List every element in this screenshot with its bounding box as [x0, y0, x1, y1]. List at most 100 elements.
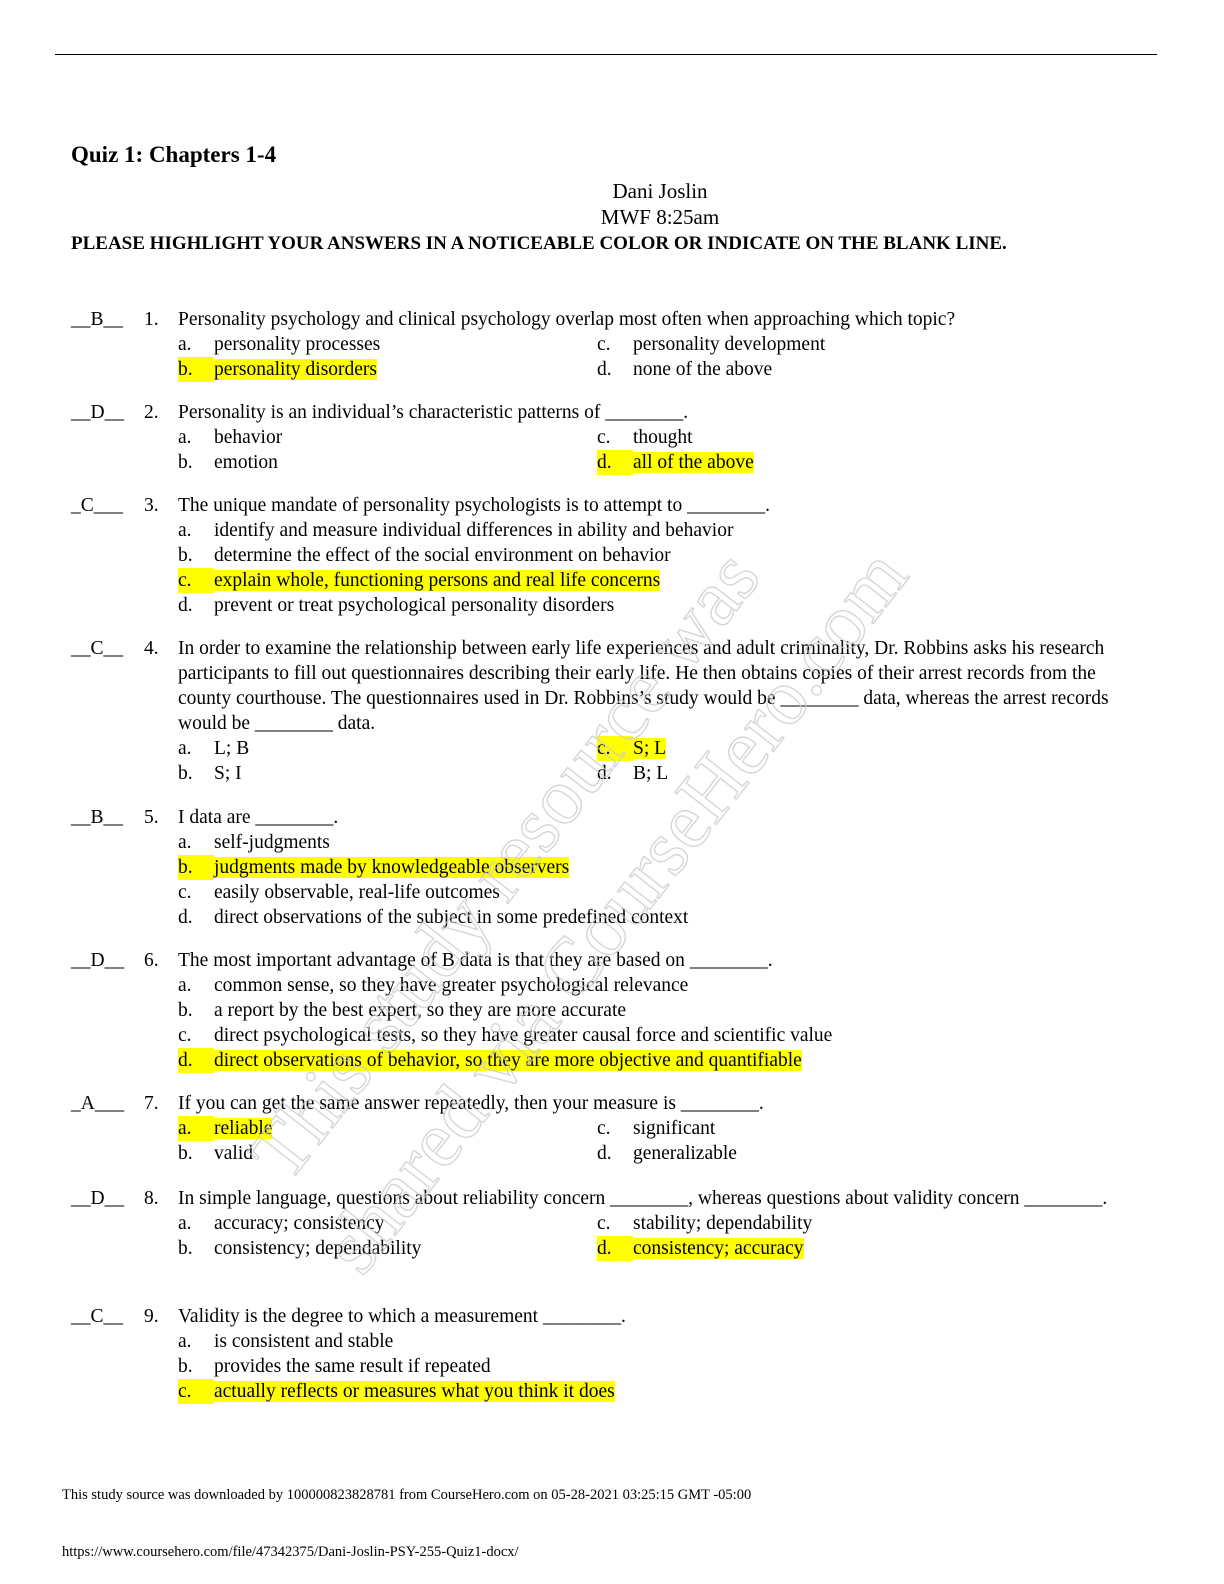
option-a[interactable]: a.self-judgments	[178, 830, 330, 855]
option-d[interactable]: d.direct observations of the subject in …	[178, 905, 688, 930]
option-b[interactable]: b.emotion	[178, 450, 278, 475]
option-d[interactable]: d.direct observations of behavior, so th…	[178, 1048, 802, 1073]
option-a[interactable]: a.accuracy; consistency	[178, 1211, 385, 1236]
options-row: a.identify and measure individual differ…	[71, 518, 1146, 543]
option-a[interactable]: a.is consistent and stable	[178, 1329, 393, 1354]
option-text: behavior	[214, 427, 283, 448]
option-a[interactable]: a.behavior	[178, 425, 282, 450]
option-letter: c.	[597, 334, 611, 355]
options-row: b.judgments made by knowledgeable observ…	[71, 855, 1146, 880]
option-b[interactable]: b.provides the same result if repeated	[178, 1354, 491, 1379]
question-stem: In order to examine the relationship bet…	[178, 638, 1109, 734]
question-header: __D__8.In simple language, questions abo…	[71, 1186, 1146, 1211]
author-block: Dani Joslin MWF 8:25am	[0, 178, 1224, 230]
option-letter: a.	[178, 1213, 192, 1234]
question-7: _A___7.If you can get the same answer re…	[71, 1091, 1146, 1166]
answer-blank[interactable]: __D__	[71, 1188, 125, 1209]
question-number: 2.	[144, 402, 159, 423]
question-header: __D__ 2. Personality is an individual’s ch…	[71, 400, 1146, 425]
option-letter: b.	[178, 1000, 193, 1021]
option-text: personality development	[633, 334, 826, 355]
option-b[interactable]: b. a report by the best expert, so they a…	[178, 998, 626, 1023]
option-b[interactable]: b.judgments made by knowledgeable observ…	[178, 855, 570, 880]
option-letter: c.	[178, 568, 214, 593]
option-a[interactable]: a.personality processes	[178, 332, 380, 357]
option-b[interactable]: b.determine the effect of the social env…	[178, 543, 671, 568]
option-b[interactable]: b.consistency; dependability	[178, 1236, 421, 1261]
question-3: _C___3.The unique mandate of personality…	[71, 493, 1146, 618]
option-text: B; L	[633, 763, 669, 784]
header-rule	[55, 54, 1157, 55]
option-letter: c.	[597, 427, 611, 448]
question-number: 4.	[144, 638, 159, 659]
options-row: c.direct psychological tests, so they ha…	[71, 1023, 1146, 1048]
class-section: MWF 8:25am	[600, 205, 720, 229]
question-1: __B__ 1. Personality psychology and clinic…	[71, 307, 1146, 382]
options-row: c.explain whole, functioning persons and…	[71, 568, 1146, 593]
option-letter: d.	[597, 450, 633, 475]
answer-blank[interactable]: __C__	[71, 1306, 124, 1327]
quiz-title: Quiz 1: Chapters 1-4	[71, 142, 277, 167]
option-b[interactable]: b.personality disorders	[178, 357, 378, 382]
option-text: significant	[633, 1118, 716, 1139]
option-b[interactable]: b.valid	[178, 1141, 253, 1166]
options-row: b.emotion d.all of the above	[71, 450, 1146, 475]
option-d[interactable]: d.consistency; accuracy	[597, 1236, 804, 1261]
option-letter: c.	[178, 1379, 214, 1404]
option-d[interactable]: d.prevent or treat psychological persona…	[178, 593, 614, 618]
selected-answer-text: all of the above	[633, 452, 754, 473]
answer-blank[interactable]: _C___	[71, 495, 124, 516]
question-number: 7.	[144, 1093, 159, 1114]
option-c[interactable]: c.easily observable, real-life outcomes	[178, 880, 500, 905]
question-stem: Personality is an individual’s character…	[178, 402, 689, 423]
answer-blank[interactable]: __D__	[71, 402, 125, 423]
option-c[interactable]: c.actually reflects or measures what you…	[178, 1379, 615, 1404]
answer-blank[interactable]: __B__	[71, 309, 124, 330]
option-letter: c.	[597, 1118, 611, 1139]
option-d[interactable]: d.none of the above	[597, 357, 772, 382]
question-stem: The unique mandate of personality psycho…	[178, 495, 770, 516]
options-row: a.common sense, so they have greater psy…	[71, 973, 1146, 998]
option-c[interactable]: c.direct psychological tests, so they ha…	[178, 1023, 832, 1048]
option-text: stability; dependability	[633, 1213, 813, 1234]
option-letter: b.	[178, 763, 193, 784]
question-header: __B__5.I data are ________.	[71, 805, 1146, 830]
options-row: a.reliable c. significant	[71, 1116, 1146, 1141]
answer-blank[interactable]: __D__	[71, 950, 125, 971]
option-c[interactable]: c.stability; dependability	[597, 1211, 812, 1236]
option-letter: d.	[597, 763, 612, 784]
option-c[interactable]: c.explain whole, functioning persons and…	[178, 568, 661, 593]
selected-answer-text: reliable	[214, 1118, 273, 1139]
question-header: __C__ 4. In order to examine the relations…	[71, 636, 1146, 736]
answer-blank[interactable]: _A___	[71, 1093, 125, 1114]
answer-blank[interactable]: __C__	[71, 638, 124, 659]
option-text: a report by the best expert, so they are…	[214, 1000, 627, 1021]
option-c[interactable]: c. significant	[597, 1116, 715, 1141]
question-number: 1.	[144, 309, 159, 330]
question-stem: I data are ________.	[178, 807, 339, 828]
option-b[interactable]: b.S; I	[178, 761, 242, 786]
option-text: generalizable	[633, 1143, 737, 1164]
question-header: _C___3.The unique mandate of personality…	[71, 493, 1146, 518]
answer-blank[interactable]: __B__	[71, 807, 124, 828]
option-d[interactable]: d. B; L	[597, 761, 668, 786]
option-a[interactable]: a.common sense, so they have greater psy…	[178, 973, 688, 998]
option-c[interactable]: c.thought	[597, 425, 693, 450]
question-stem: Personality psychology and clinical psyc…	[178, 309, 956, 330]
options-row: b.provides the same result if repeated	[71, 1354, 1146, 1379]
selected-answer-text: explain whole, functioning persons and r…	[214, 570, 661, 591]
option-letter: d.	[178, 1048, 214, 1073]
question-8: __D__8.In simple language, questions abo…	[71, 1186, 1146, 1261]
question-5: __B__5.I data are ________.a.self-judgme…	[71, 805, 1146, 930]
option-c[interactable]: c. personality development	[597, 332, 825, 357]
options-row: d.prevent or treat psychological persona…	[71, 593, 1146, 618]
question-number: 9.	[144, 1306, 159, 1327]
option-a[interactable]: a.L; B	[178, 736, 249, 761]
option-c[interactable]: c.S; L	[597, 736, 667, 761]
option-text: consistency; dependability	[214, 1238, 422, 1259]
option-d[interactable]: d.generalizable	[597, 1141, 737, 1166]
option-a[interactable]: a.reliable	[178, 1116, 273, 1141]
question-header: _A___7.If you can get the same answer re…	[71, 1091, 1146, 1116]
option-d[interactable]: d.all of the above	[597, 450, 754, 475]
option-a[interactable]: a.identify and measure individual differ…	[178, 518, 733, 543]
